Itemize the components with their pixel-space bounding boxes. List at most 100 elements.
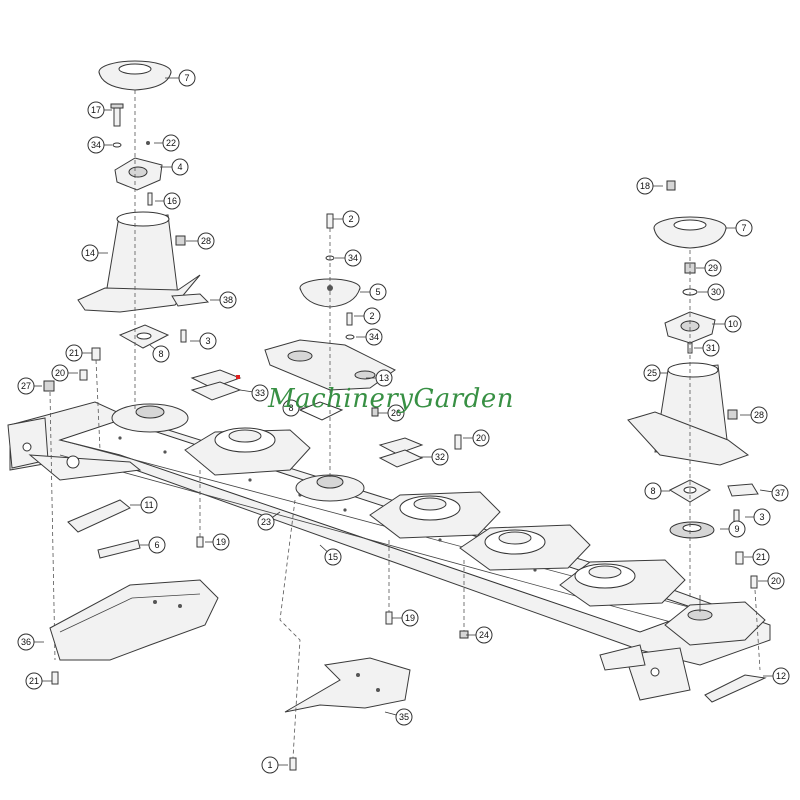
callout-circle xyxy=(87,101,105,119)
bolt-1 xyxy=(289,757,297,771)
callout-c34b: 34 xyxy=(335,249,362,267)
callout-c8a: 8 xyxy=(149,344,170,363)
callout-number: 4 xyxy=(177,162,182,172)
callout-number: 34 xyxy=(369,332,379,342)
callout-number: 32 xyxy=(435,452,445,462)
callout-c28b: 28 xyxy=(740,406,768,424)
callout-c32: 32 xyxy=(420,448,449,466)
callout-circle xyxy=(735,219,753,237)
callout-number: 20 xyxy=(476,433,486,443)
blade-38 xyxy=(171,293,210,307)
bolt-19a xyxy=(196,536,204,548)
callout-number: 14 xyxy=(85,248,95,258)
bearing-ring-9 xyxy=(669,521,715,539)
right-drive-housing-25 xyxy=(627,362,750,466)
callout-circle xyxy=(724,315,742,333)
callout-circle xyxy=(363,307,381,325)
callout-number: 20 xyxy=(55,368,65,378)
left-drum-cap xyxy=(98,60,172,91)
callout-circle xyxy=(752,548,770,566)
callout-number: 7 xyxy=(184,73,189,83)
callout-number: 6 xyxy=(154,540,159,550)
callout-number: 5 xyxy=(375,287,380,297)
bolt-20b xyxy=(454,434,462,450)
callout-number: 9 xyxy=(734,524,739,534)
callout-circle xyxy=(369,283,387,301)
callout-number: 34 xyxy=(348,253,358,263)
callout-number: 8 xyxy=(288,403,293,413)
callout-number: 27 xyxy=(21,381,31,391)
callout-circle xyxy=(365,328,383,346)
guard-36 xyxy=(49,579,219,661)
callout-circle xyxy=(162,134,180,152)
callout-circle xyxy=(17,377,35,395)
callout-number: 37 xyxy=(775,488,785,498)
callout-number: 8 xyxy=(158,349,163,359)
callout-c9: 9 xyxy=(720,520,746,538)
cutting-disc-4 xyxy=(369,491,501,539)
callout-c8c: 8 xyxy=(644,482,670,500)
right-drum-cap xyxy=(653,216,727,249)
callout-circle xyxy=(219,291,237,309)
nut-26 xyxy=(371,407,379,417)
callout-number: 21 xyxy=(29,676,39,686)
bolt-18 xyxy=(666,180,676,191)
callout-number: 38 xyxy=(223,295,233,305)
callout-c10: 10 xyxy=(712,315,742,333)
callout-number: 15 xyxy=(328,552,338,562)
callout-number: 3 xyxy=(759,512,764,522)
callout-c3b: 3 xyxy=(745,508,771,526)
callout-number: 19 xyxy=(216,537,226,547)
callout-number: 28 xyxy=(754,410,764,420)
callout-number: 34 xyxy=(91,140,101,150)
callout-circle xyxy=(163,192,181,210)
callout-c28a: 28 xyxy=(186,232,215,250)
callout-c34c: 34 xyxy=(356,328,383,346)
callout-circle xyxy=(65,344,83,362)
callout-circle xyxy=(342,210,360,228)
callout-c37: 37 xyxy=(759,484,789,502)
callout-c16: 16 xyxy=(155,192,181,210)
callout-number: 22 xyxy=(166,138,176,148)
callout-c2b: 2 xyxy=(354,307,381,325)
callout-number: 29 xyxy=(708,263,718,273)
left-drive-housing-14 xyxy=(77,211,201,313)
callout-number: 7 xyxy=(741,223,746,233)
callout-number: 11 xyxy=(144,500,153,510)
callout-number: 8 xyxy=(650,486,655,496)
callout-number: 25 xyxy=(647,368,657,378)
washer-34c xyxy=(345,334,355,340)
callout-circle xyxy=(643,364,661,382)
blade-37 xyxy=(727,483,759,497)
callout-c19b: 19 xyxy=(392,609,419,627)
callout-c1: 1 xyxy=(261,756,288,774)
red-marker xyxy=(236,375,240,379)
callout-circle xyxy=(707,283,725,301)
callout-number: 19 xyxy=(405,613,415,623)
callout-c38: 38 xyxy=(210,291,237,309)
callout-circle xyxy=(475,626,493,644)
callout-number: 28 xyxy=(201,236,211,246)
callout-circle xyxy=(25,672,43,690)
cutting-disc-6 xyxy=(559,559,686,607)
callout-c36: 36 xyxy=(17,633,44,651)
callout-c7a: 7 xyxy=(165,69,196,87)
callout-number: 2 xyxy=(369,311,374,321)
left-bearing-housing-4 xyxy=(114,157,163,191)
callout-c29: 29 xyxy=(696,259,722,277)
callout-c2a: 2 xyxy=(333,210,360,228)
skid-11 xyxy=(67,499,131,533)
callout-c23: 23 xyxy=(257,511,281,531)
nut-27 xyxy=(43,380,55,392)
callout-circle xyxy=(401,609,419,627)
callout-c5: 5 xyxy=(360,283,387,301)
callout-c25: 25 xyxy=(643,364,668,382)
callout-circle xyxy=(431,448,449,466)
callout-circle xyxy=(387,404,405,422)
callout-c11: 11 xyxy=(130,496,158,514)
washer-34 xyxy=(112,142,122,148)
callout-c8b: 8 xyxy=(282,399,305,417)
callout-c20b: 20 xyxy=(463,429,490,447)
